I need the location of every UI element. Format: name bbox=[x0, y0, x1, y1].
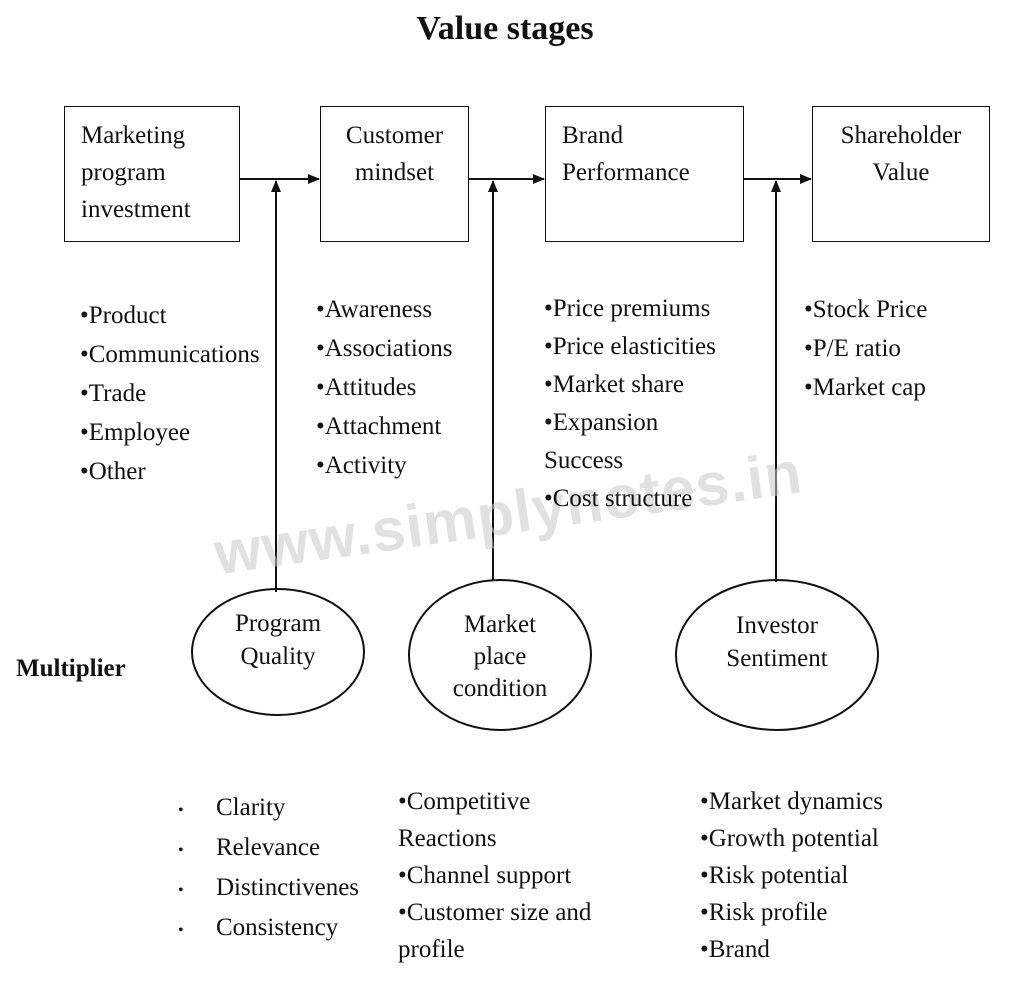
list-item: •Associations bbox=[316, 335, 453, 362]
list-item: •Attitudes bbox=[316, 374, 417, 401]
page-title: Value stages bbox=[416, 10, 594, 47]
oval-investor-sentiment bbox=[675, 579, 879, 731]
list-item: •Other bbox=[80, 458, 146, 485]
list-item: •Activity bbox=[316, 452, 407, 479]
stage-box-marketing-program: Marketing program investment bbox=[64, 106, 240, 242]
list-investor-sentiment: •Market dynamics •Growth potential •Risk… bbox=[700, 783, 883, 968]
stage-label: Brand Performance bbox=[562, 122, 690, 186]
list-item: •Price premiums bbox=[544, 295, 711, 322]
list-item: •Price elasticities bbox=[544, 333, 716, 360]
stage-box-brand-performance: Brand Performance bbox=[545, 106, 744, 242]
list-marketplace-condition: •Competitive Reactions •Channel support … bbox=[398, 783, 591, 968]
list-item: •Consistency bbox=[178, 909, 359, 949]
oval-label-program-quality: Program Quality bbox=[234, 610, 322, 670]
bullet-icon: • bbox=[178, 882, 184, 899]
oval-program-quality bbox=[191, 588, 365, 716]
list-item: •Market cap bbox=[804, 374, 926, 401]
list-item: •Product bbox=[80, 302, 167, 329]
bullet-icon: • bbox=[178, 842, 184, 859]
list-item: •Communications bbox=[80, 341, 260, 368]
stage-box-shareholder-value: Shareholder Value bbox=[812, 106, 990, 242]
list-item: •Market dynamics bbox=[700, 788, 884, 815]
list-customer-mindset: •Awareness •Associations •Attitudes •Att… bbox=[316, 290, 453, 485]
bullet-icon: • bbox=[178, 922, 184, 939]
stage-label: Marketing program investment bbox=[81, 122, 191, 223]
list-item: •Clarity bbox=[178, 789, 359, 829]
list-item: •Market share bbox=[544, 371, 684, 398]
list-program-quality: •Clarity •Relevance •Distinctivenes •Con… bbox=[178, 789, 359, 949]
list-item: •Risk profile bbox=[700, 899, 828, 926]
list-item: •Competitive Reactions bbox=[398, 788, 531, 852]
list-item: •Relevance bbox=[178, 829, 359, 869]
list-item: •P/E ratio bbox=[804, 335, 901, 362]
oval-label-marketplace-condition: Market place condition bbox=[452, 611, 548, 702]
list-item: •Channel support bbox=[398, 862, 572, 889]
list-item: •Growth potential bbox=[700, 825, 879, 852]
multiplier-label: Multiplier bbox=[16, 655, 126, 682]
list-marketing-program: •Product •Communications •Trade •Employe… bbox=[80, 296, 260, 491]
oval-marketplace-condition bbox=[408, 579, 592, 731]
stage-label: Customer mindset bbox=[345, 122, 444, 186]
stage-box-customer-mindset: Customer mindset bbox=[320, 106, 469, 242]
list-shareholder-value: •Stock Price •P/E ratio •Market cap bbox=[804, 290, 927, 407]
list-item: •Awareness bbox=[316, 296, 433, 323]
list-item: •Employee bbox=[80, 419, 191, 446]
list-item: •Expansion Success bbox=[544, 409, 659, 474]
oval-label-investor-sentiment: Investor Sentiment bbox=[726, 612, 828, 672]
list-item: •Customer size and profile bbox=[398, 899, 592, 963]
list-item: •Distinctivenes bbox=[178, 869, 359, 909]
list-item: •Cost structure bbox=[544, 485, 693, 512]
list-brand-performance: •Price premiums •Price elasticities •Mar… bbox=[544, 290, 716, 518]
list-item: •Risk potential bbox=[700, 862, 849, 889]
stage-label: Shareholder Value bbox=[840, 122, 962, 186]
list-item: •Stock Price bbox=[804, 296, 928, 323]
bullet-icon: • bbox=[178, 802, 184, 819]
list-item: •Brand bbox=[700, 936, 770, 963]
list-item: •Attachment bbox=[316, 413, 442, 440]
list-item: •Trade bbox=[80, 380, 147, 407]
